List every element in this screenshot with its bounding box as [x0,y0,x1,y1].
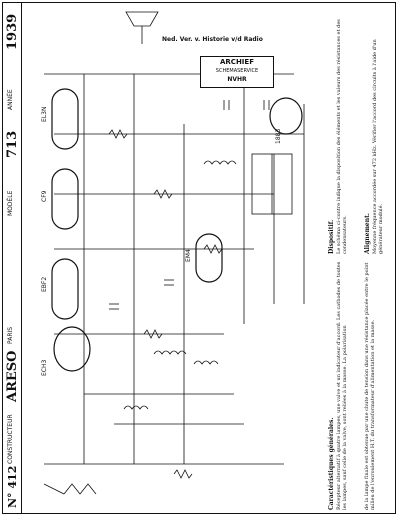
city: PARIS [7,326,14,344]
general-text: Récepteur alternatif à quatre lampes, un… [336,261,348,510]
sheet-frame [2,2,396,514]
tube-label-el3n: EL3N [41,107,48,122]
tube-label-em4: EM4 [185,249,192,262]
constructeur-label: CONSTRUCTEUR [7,414,14,464]
tube-label-ebf2: EBF2 [41,277,48,292]
tube-label-ech3: ECH3 [41,360,48,376]
tube-ech3 [53,326,91,372]
year: 1939 [5,13,20,50]
speaker-cone [125,11,159,27]
badge-title: ARCHIEF [220,58,254,66]
general-title: Caractéristiques générales. [328,417,335,510]
schematic-diagram: EL3N CF9 EBF2 ECH3 EM4 1883 [41,11,305,495]
dispositif-title: Dispositif. [328,219,335,254]
tube-el3n [51,88,79,150]
brand: ARESO [5,350,20,402]
notes-panel: Caractéristiques générales. Récepteur al… [326,4,396,512]
voltage-text: de la lampe finale est obtenue par une c… [364,262,376,510]
sheet-number: N° 412 [6,465,19,508]
tube-1883 [269,97,303,135]
badge-subtitle: SCHEMASERVICE [215,68,259,74]
archive-badge: ARCHIEF SCHEMASERVICE NVHR [200,56,274,88]
antenna [63,483,97,495]
modele-label: MODÈLE [7,190,14,216]
alignment-title: Alignement. [364,213,371,254]
tube-em4 [195,233,223,283]
alignment-text: Moyenne fréquence accordée sur 472 kHz. … [372,39,384,254]
tube-ebf2 [51,258,79,320]
archive-watermark: Ned. Ver. v. Historie v/d Radio [162,36,263,43]
header-strip: N° 412 CONSTRUCTEUR ARESO PARIS MODÈLE 7… [2,2,22,514]
tube-label-cf9: CF9 [41,190,48,202]
annee-label: ANNÉE [7,89,14,110]
badge-org: NVHR [227,76,247,83]
model: 713 [5,130,20,158]
tube-label-1883: 1883 [275,129,282,144]
dispositif-text: Le schéma ci-contre indique la dispositi… [336,19,348,254]
tube-cf9 [51,168,79,230]
